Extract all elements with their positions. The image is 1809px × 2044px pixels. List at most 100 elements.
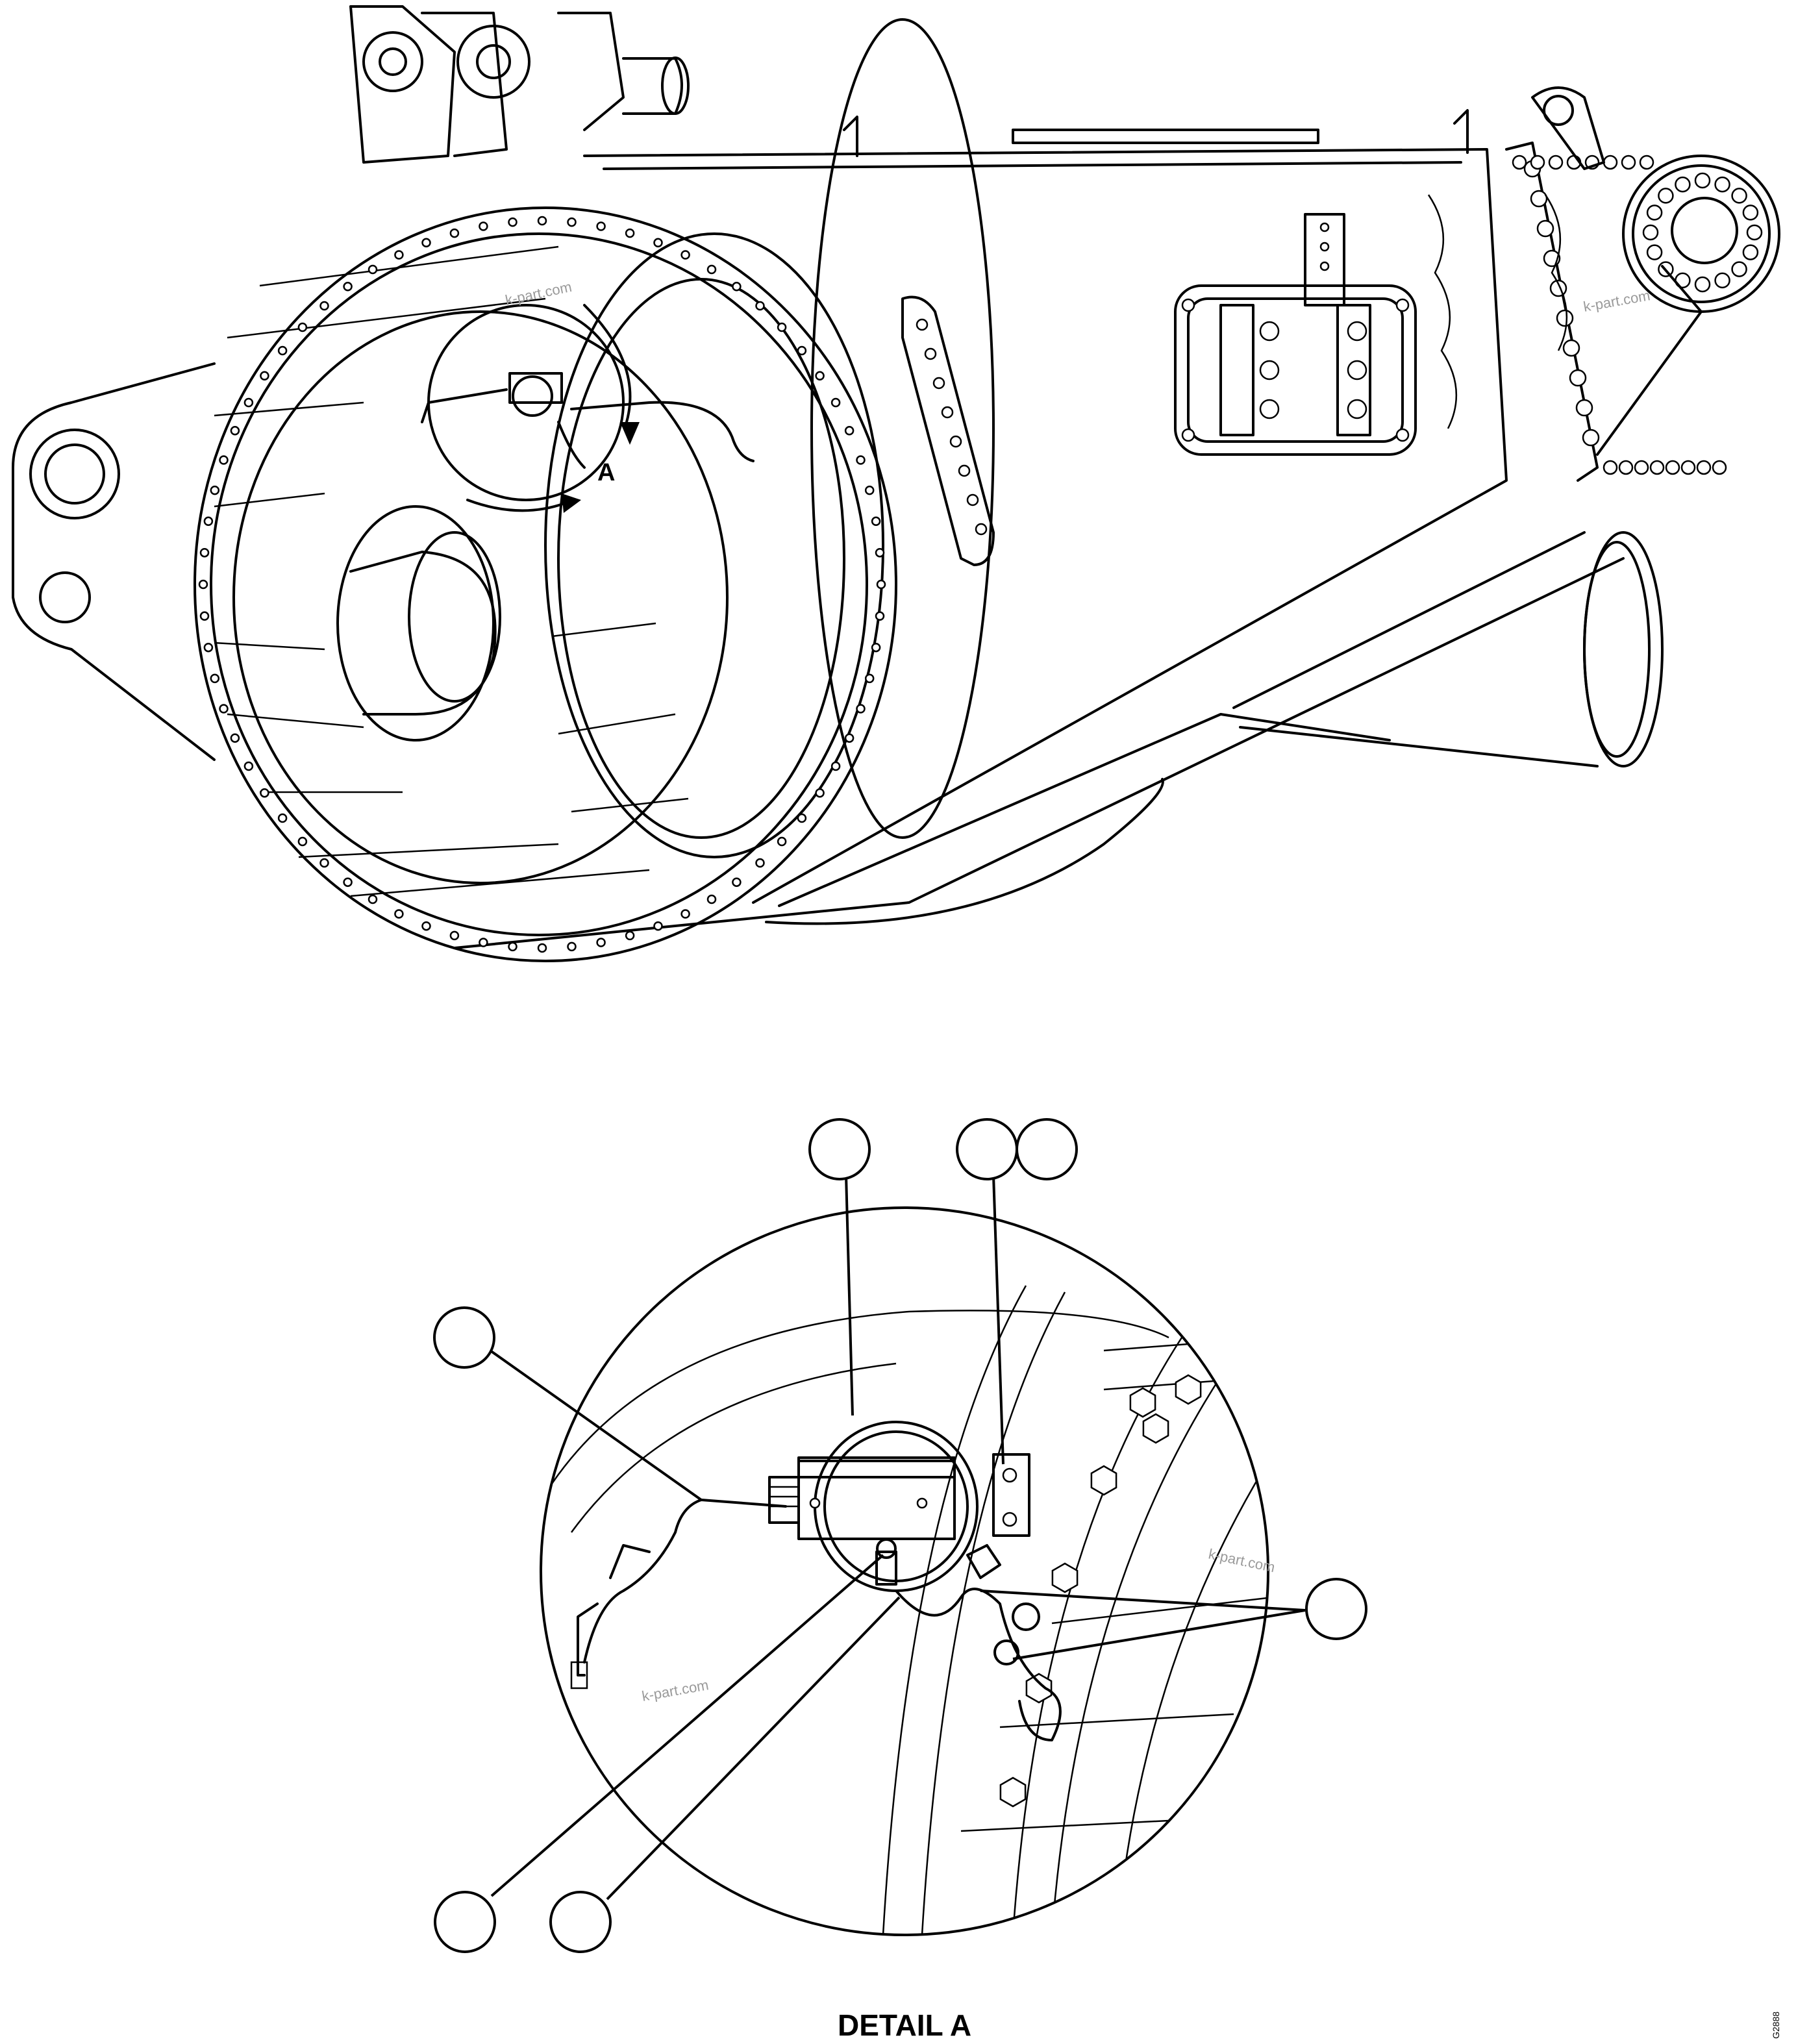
ring-bolt-hole [755, 858, 765, 868]
hub-bolt [1646, 244, 1663, 260]
flange-bolt [1569, 369, 1587, 387]
ring-bolt-hole [297, 322, 308, 332]
ring-bolt-hole [830, 397, 841, 408]
hub-bolt [1746, 224, 1763, 241]
ring-bolt-hole [230, 426, 240, 436]
flange-bolt-bottom [1649, 460, 1665, 475]
ring-bolt-hole [368, 894, 378, 904]
ring-bolt-hole [706, 894, 717, 904]
ring-bolt-hole [844, 426, 855, 436]
sensor-cable [421, 388, 508, 423]
flange-bolt-top [1512, 155, 1527, 170]
ring-bolt-hole [830, 761, 841, 771]
ring-bolt-hole [653, 238, 663, 248]
watermark-detail-2: k-part.com [641, 1676, 710, 1704]
callout-balloon-right [1305, 1578, 1367, 1640]
ring-bolt-hole [856, 704, 866, 714]
ring-bolt-hole [508, 217, 518, 227]
sensor-fitting [875, 1551, 897, 1586]
strip-bolt-hole [924, 347, 937, 360]
cover-bolt [1347, 399, 1367, 419]
ring-bolt-hole [343, 877, 353, 887]
ring-bolt-hole [449, 228, 460, 238]
body-top-edge [583, 148, 1508, 904]
main-assembly-view: A k-part.com k-part.com [12, 5, 1780, 962]
cover-corner-bolt [1395, 298, 1410, 312]
strip-bolt-hole [916, 318, 929, 331]
callout-balloon-top-2 [956, 1118, 1018, 1180]
ring-bolt-hole [844, 733, 855, 743]
ring-bolt-hole [210, 485, 220, 495]
leader-lines [489, 1175, 1306, 1901]
hub-bolts [1642, 172, 1763, 293]
flange-bolt [1536, 219, 1554, 238]
ring-bolt-hole [199, 547, 210, 558]
ring-bolt-hole [449, 930, 460, 941]
ring-bolt-hole [815, 371, 825, 381]
side-plate-bolts [916, 318, 988, 536]
flange-bolt-top [1530, 155, 1545, 170]
ring-bolt-hole [864, 485, 875, 495]
ring-bolt-hole [864, 673, 875, 684]
flange-bolt-bottom [1712, 460, 1727, 475]
body-bottom-edge [453, 557, 1625, 949]
ring-bolt-hole [421, 921, 431, 931]
detail-hex-nut [1175, 1374, 1202, 1405]
ring-bolt-hole [871, 516, 881, 527]
left-lug-hole [39, 571, 91, 623]
callout-balloon-top-1 [808, 1118, 871, 1180]
ring-bolt-hole [219, 455, 229, 465]
flange-bolt-bottom [1603, 460, 1618, 475]
ring-bolt-hole [755, 301, 765, 311]
detail-caption: DETAIL A [838, 2008, 971, 2042]
ring-bolt-hole [777, 836, 787, 847]
ring-bolt-hole [596, 938, 606, 947]
bolt-circle [198, 216, 886, 953]
strip-bolt-hole [966, 493, 979, 506]
flange-bolt-top [1639, 155, 1654, 170]
ring-flange-outer [193, 206, 897, 962]
right-flange-bolts [1512, 155, 1727, 475]
ring-bolt-hole [876, 579, 886, 590]
flange-bolt-bottom [1680, 460, 1696, 475]
hub-bolt [1642, 224, 1659, 241]
callout-balloon-left [433, 1306, 495, 1369]
ring-bolt-hole [815, 788, 825, 798]
hub-bolt [1658, 188, 1674, 204]
drawing-code: G2888 [1771, 2012, 1781, 2039]
detail-hex-nut [1142, 1413, 1169, 1444]
detail-hex-nut [1025, 1673, 1053, 1704]
flange-bolt-bottom [1634, 460, 1649, 475]
top-yoke [349, 5, 456, 164]
ring-bolt-hole [706, 264, 717, 275]
inspection-cover [1174, 284, 1417, 456]
cover-bolt [1347, 360, 1367, 380]
ring-bolt-hole [230, 733, 240, 743]
detail-a-view: k-part.com k-part.com [433, 1118, 1367, 1953]
detail-hex-nut [1129, 1387, 1156, 1418]
ring-bolt-hole [394, 250, 404, 260]
flange-bolt [1530, 190, 1548, 208]
arrowhead-upper [620, 422, 640, 445]
watermark-main-2: k-part.com [1582, 287, 1652, 315]
sensor-connector [768, 1476, 800, 1524]
hub-bolt [1646, 205, 1663, 221]
ring-bolt-hole [732, 282, 742, 292]
ring-bolt-hole [871, 642, 881, 653]
strip-bolt-hole [932, 377, 945, 390]
detail-ring-nuts [999, 1374, 1202, 1808]
ring-bolt-hole [567, 941, 577, 952]
ring-bolt-hole [277, 345, 288, 356]
hub-bolt [1731, 188, 1747, 204]
ring-bolt-hole [368, 264, 378, 275]
ring-bolt-hole [567, 217, 577, 227]
ring-bolt-hole [199, 611, 210, 621]
flange-bolt-top [1621, 155, 1636, 170]
flange-bolt-top [1603, 155, 1618, 170]
flange-bolt-bottom [1665, 460, 1680, 475]
ring-bolt-hole [210, 673, 220, 684]
watermark-main-1: k-part.com [504, 279, 573, 308]
ring-bolt-hole [394, 909, 404, 919]
flange-bolt-bottom [1696, 460, 1712, 475]
